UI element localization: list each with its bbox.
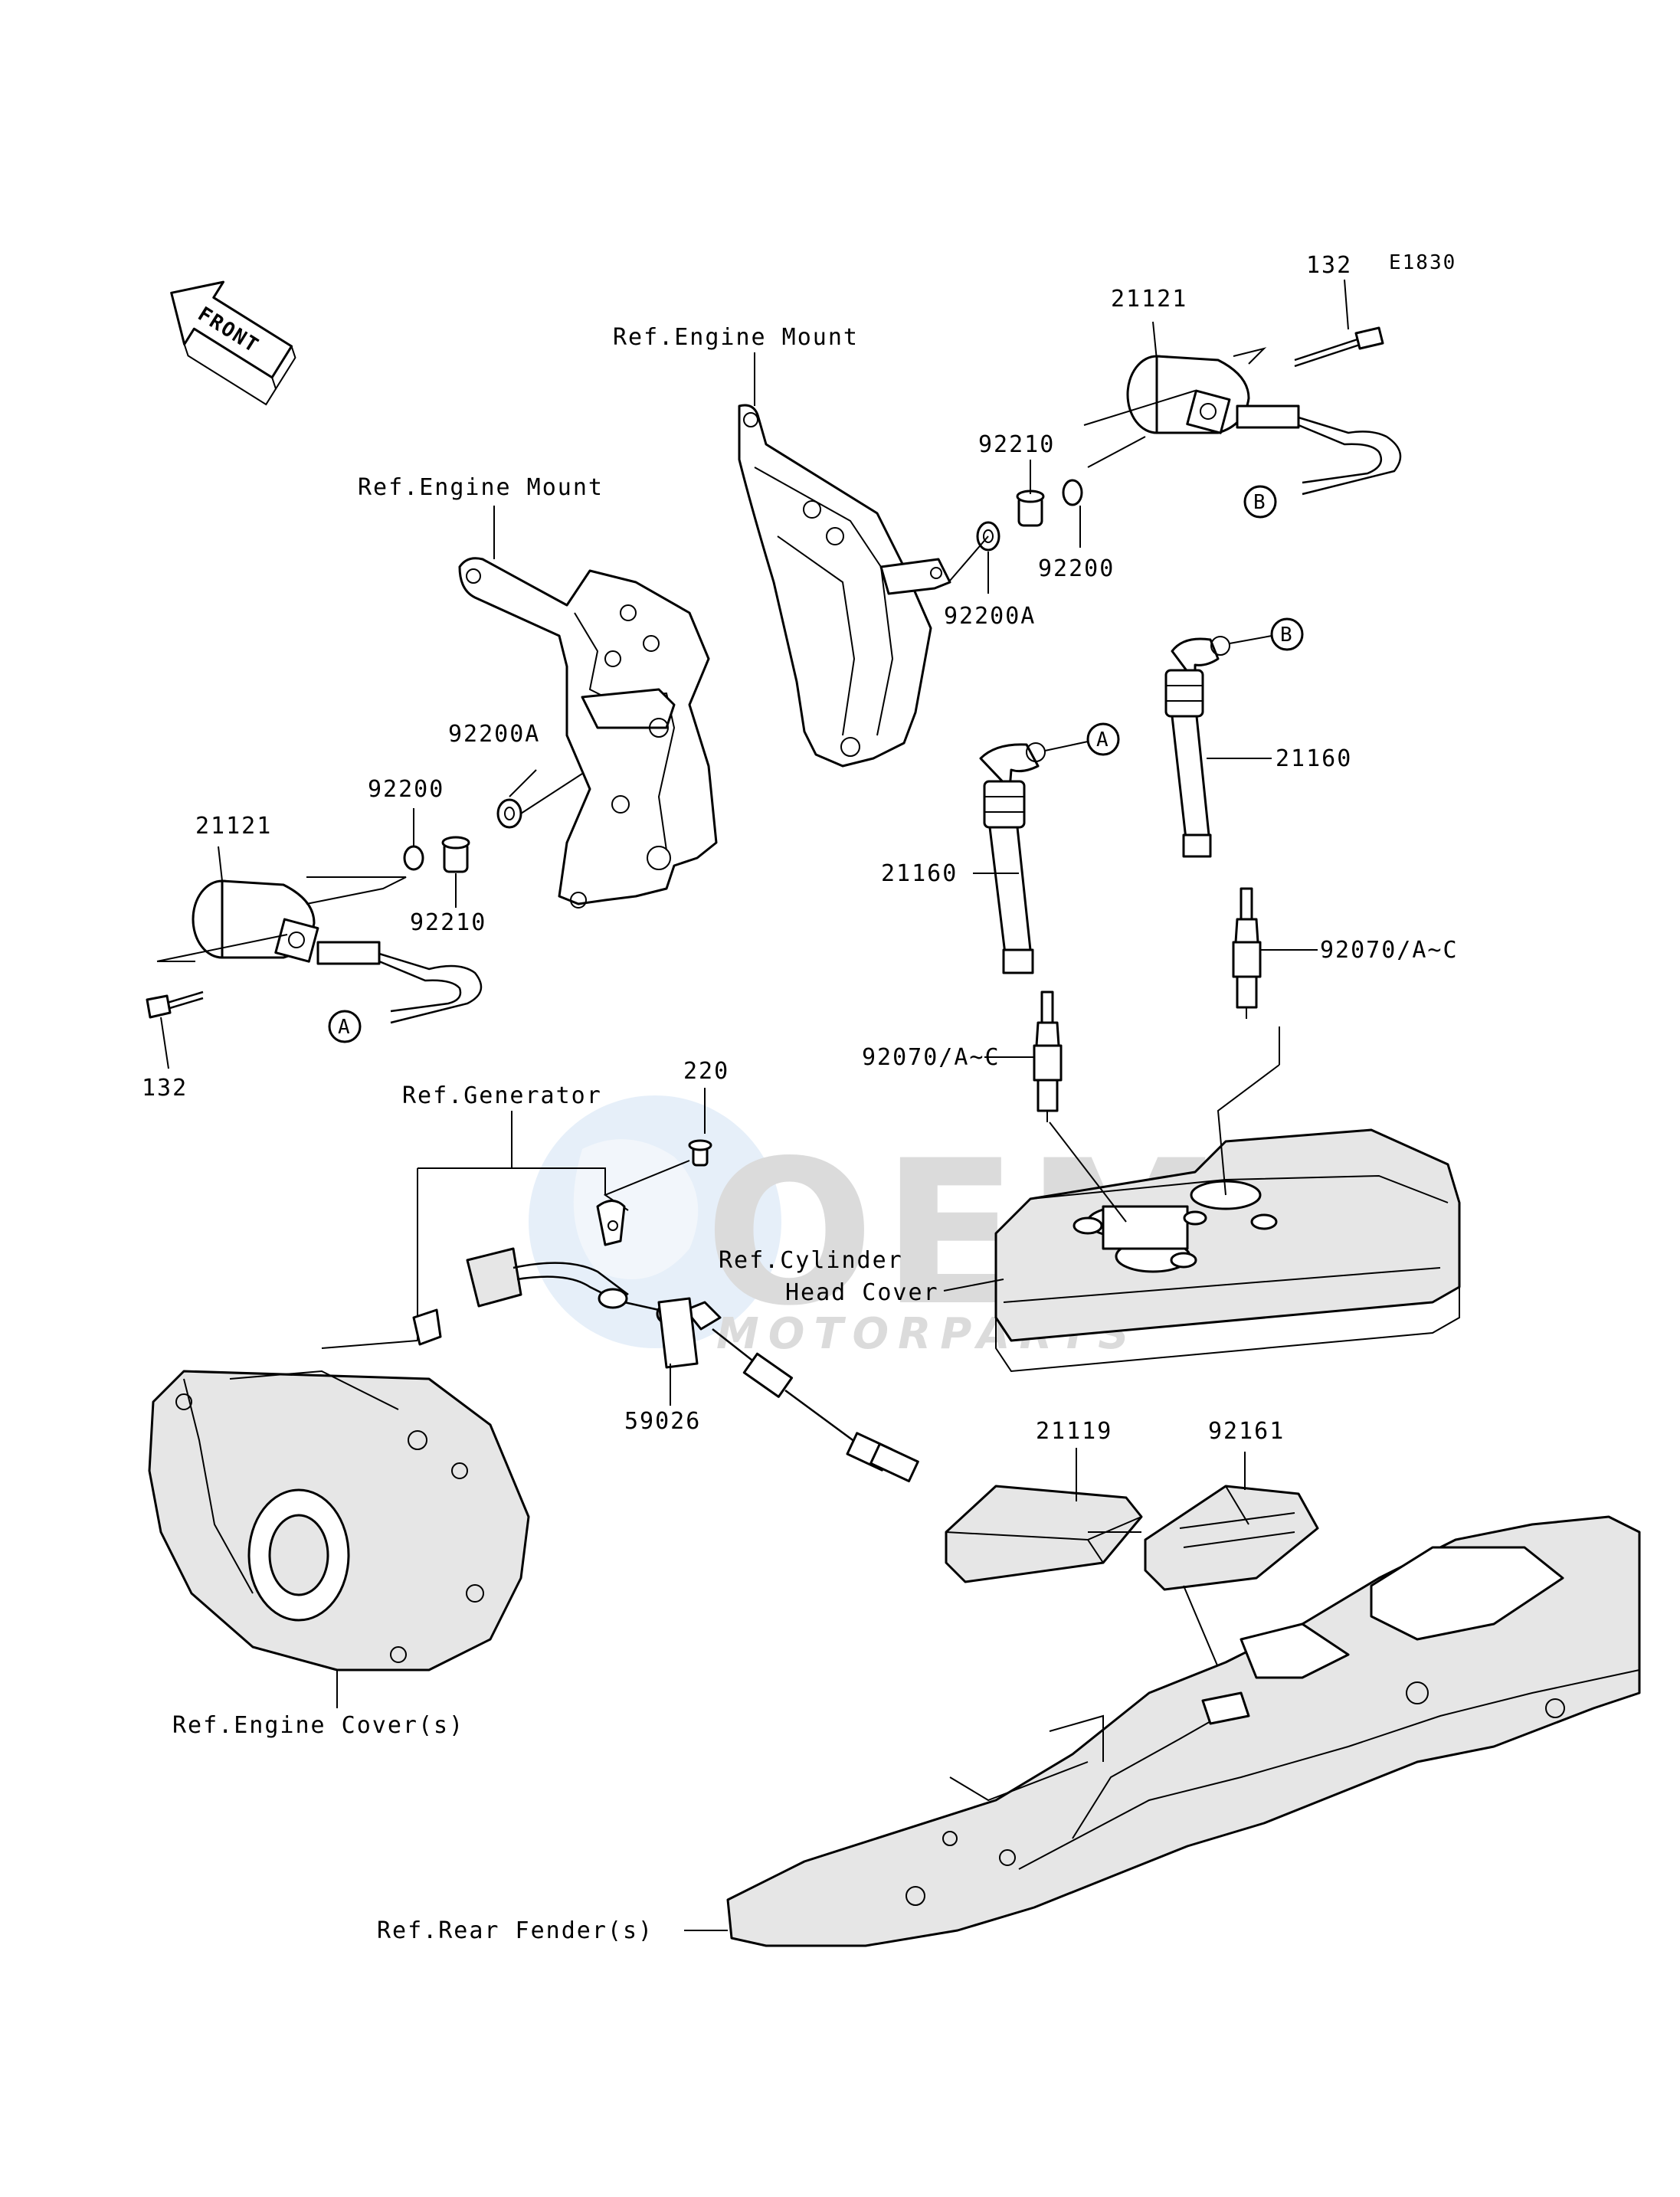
marker-a-left: A bbox=[338, 1016, 352, 1039]
washer-92200-left bbox=[403, 845, 424, 871]
plug-cap-21160-right bbox=[1164, 635, 1272, 858]
diagram-code: E1830 bbox=[1389, 251, 1456, 274]
label-92070-left: 92070/A~C bbox=[862, 1044, 1000, 1071]
ignition-coil-left bbox=[192, 879, 483, 1024]
collar-92210-right bbox=[1016, 489, 1045, 527]
label-92210-right: 92210 bbox=[978, 431, 1055, 458]
label-head-cover: Head Cover bbox=[785, 1279, 939, 1306]
washer-92200a-left bbox=[496, 798, 522, 829]
label-92200-left: 92200 bbox=[368, 776, 444, 803]
igniter-21119 bbox=[945, 1485, 1143, 1583]
label-59026: 59026 bbox=[624, 1408, 701, 1435]
collar-92210-left bbox=[441, 836, 470, 873]
label-ref-generator: Ref.Generator bbox=[402, 1082, 602, 1109]
label-ref-engine-mount-center: Ref.Engine Mount bbox=[613, 324, 859, 351]
label-ref-rear-fenders: Ref.Rear Fender(s) bbox=[377, 1917, 653, 1944]
cylinder-head-cover bbox=[994, 1128, 1461, 1373]
engine-mount-bracket-center bbox=[738, 404, 951, 768]
crankshaft-sensor-clamp bbox=[596, 1200, 626, 1246]
label-21160-right: 21160 bbox=[1276, 745, 1352, 772]
igniter-cover-92161 bbox=[1144, 1485, 1319, 1591]
spark-plug-92070-right bbox=[1232, 887, 1262, 1019]
label-21160-left: 21160 bbox=[881, 860, 958, 887]
marker-b-cap: B bbox=[1280, 624, 1294, 647]
label-21119: 21119 bbox=[1036, 1418, 1112, 1445]
label-21121-right: 21121 bbox=[1111, 286, 1187, 313]
rear-fender bbox=[726, 1515, 1641, 1947]
spark-plug-92070-left bbox=[1033, 990, 1063, 1122]
label-92070-right: 92070/A~C bbox=[1320, 937, 1459, 964]
label-ref-engine-covers: Ref.Engine Cover(s) bbox=[172, 1712, 464, 1739]
label-ref-engine-mount-left: Ref.Engine Mount bbox=[358, 474, 604, 501]
bolt-132-right bbox=[1294, 326, 1384, 368]
label-132-left: 132 bbox=[142, 1075, 188, 1102]
screw-220 bbox=[688, 1139, 712, 1167]
label-92210-left: 92210 bbox=[410, 909, 486, 936]
marker-a-cap: A bbox=[1096, 729, 1110, 751]
washer-92200-right bbox=[1062, 479, 1083, 506]
generator-cover bbox=[148, 1370, 530, 1671]
label-92200a-left: 92200A bbox=[448, 721, 540, 748]
label-92200a-right: 92200A bbox=[944, 603, 1036, 630]
plug-cap-21160-left bbox=[979, 741, 1089, 974]
label-21121-left: 21121 bbox=[195, 813, 272, 840]
engine-mount-bracket-left bbox=[458, 557, 718, 909]
ignition-coil-right bbox=[1126, 355, 1402, 496]
front-direction-arrow: FRONT bbox=[170, 280, 296, 406]
label-132-right: 132 bbox=[1306, 252, 1352, 279]
label-220: 220 bbox=[683, 1058, 729, 1085]
bracket-59026 bbox=[657, 1297, 699, 1369]
marker-b-top: B bbox=[1253, 491, 1267, 514]
label-92161: 92161 bbox=[1208, 1418, 1285, 1445]
label-92200-right: 92200 bbox=[1038, 555, 1115, 582]
label-ref-cylinder: Ref.Cylinder bbox=[719, 1247, 903, 1274]
bolt-132-left bbox=[146, 990, 204, 1019]
